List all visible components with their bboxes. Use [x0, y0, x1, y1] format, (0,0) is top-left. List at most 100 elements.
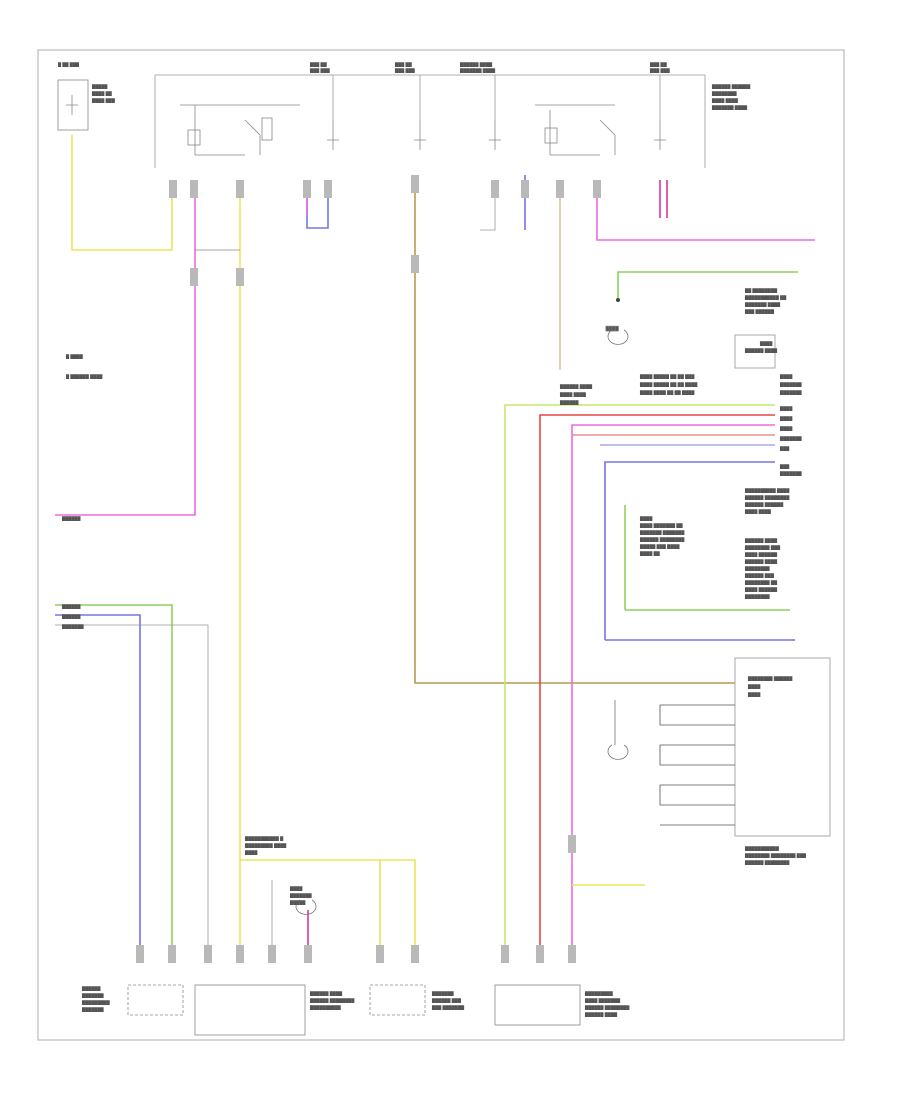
svg-text:██████ ████: ██████ ████	[744, 559, 778, 564]
svg-text:█████: █████	[91, 84, 108, 89]
svg-text:███████: ███████	[61, 624, 84, 629]
svg-text:████ ███████ ██: ████ ███████ ██	[639, 523, 683, 528]
svg-text:████ ███: ████ ███	[91, 98, 116, 103]
svg-text:███████ ███████: ███████ ███████	[639, 530, 685, 535]
wire-pink-right	[596, 180, 815, 241]
svg-text:████: ████	[779, 416, 793, 421]
svg-text:███ ███████: ███ ███████	[431, 1005, 465, 1010]
svg-text:██████: ██████	[61, 604, 81, 609]
svg-text:████: ████	[289, 886, 303, 891]
svg-text:███ ███: ███ ███	[394, 68, 416, 73]
right-notes: ██ ████████ ███████████ ██ ███████ ████ …	[639, 288, 790, 599]
svg-text:███████████ █: ███████████ █	[244, 836, 284, 841]
svg-text:████ ██████: ████ ██████	[744, 552, 778, 557]
svg-text:███████ ████: ███████ ████	[711, 105, 748, 110]
svg-text:██████████: ██████████	[309, 1005, 342, 1010]
svg-text:████: ████	[244, 850, 258, 855]
svg-text:███████████: ███████████	[744, 846, 780, 851]
svg-text:██████ ████: ██████ ████	[309, 991, 343, 996]
svg-text:██████ ████: ██████ ████	[744, 538, 778, 543]
svg-text:██████ ████████: ██████ ████████	[584, 1005, 630, 1010]
svg-text:████████: ████████	[744, 594, 771, 599]
svg-text:███████: ███████	[431, 991, 454, 996]
svg-text:████ ███████: ████ ███████	[584, 998, 621, 1003]
wire-yellow-left	[71, 135, 173, 251]
svg-text:█████████: █████████	[81, 1000, 111, 1005]
svg-text:█ ████: █ ████	[65, 354, 84, 359]
svg-text:████: ████	[605, 326, 619, 331]
svg-text:██████ ████: ██████ ████	[584, 1012, 618, 1017]
wire-green-bottom-left	[55, 604, 173, 960]
svg-text:█ ██████ ████: █ ██████ ████	[65, 374, 103, 379]
svg-text:████ ████ ██ ██ ████: ████ ████ ██ ██ ████	[639, 390, 695, 395]
ground-point-1	[616, 298, 620, 302]
wire-tan-center	[414, 175, 735, 684]
svg-text:███████: ███████	[779, 382, 802, 387]
wire-yellow-bottom-right	[380, 859, 416, 960]
wire-pink-left	[55, 180, 196, 516]
left-legend: █ ████ █ ██████ ████ ██████ ██████ █████…	[61, 354, 103, 629]
svg-text:███████: ███████	[779, 471, 802, 476]
svg-text:████: ████	[759, 341, 773, 346]
svg-text:███████: ███████	[779, 390, 802, 395]
svg-text:███████████ ██: ███████████ ██	[744, 295, 787, 300]
connector-pins	[136, 175, 601, 963]
svg-text:████: ████	[779, 406, 793, 411]
svg-text:██████ ████████: ██████ ████████	[744, 860, 790, 865]
svg-text:████████: ████████	[711, 91, 738, 96]
svg-text:████████ ███: ████████ ███	[744, 545, 781, 550]
diagram-frame	[37, 49, 845, 1041]
svg-text:█████ ███ ████: █████ ███ ████	[639, 544, 680, 549]
svg-text:████████ ████████ ███: ████████ ████████ ███	[744, 853, 807, 858]
svg-text:███████: ███████	[289, 893, 312, 898]
bottom-labels: ██████ ███████ █████████ ███████ ██████ …	[81, 836, 630, 1017]
svg-text:████ ██: ████ ██	[91, 91, 113, 96]
ground-symbols: ████	[295, 326, 629, 915]
top-labels: █ ██ ███ █████ ████ ██ ████ ███ ███ ██ █…	[57, 62, 751, 110]
svg-text:██████ ███: ██████ ███	[744, 573, 775, 578]
svg-text:███ ██: ███ ██	[309, 62, 328, 67]
svg-text:██████ ████████: ██████ ████████	[309, 998, 355, 1003]
svg-text:██████: ██████	[559, 400, 579, 405]
svg-text:█████: █████	[289, 900, 306, 905]
svg-text:███████ ████: ███████ ████	[744, 302, 781, 307]
svg-text:████████: ████████	[744, 566, 771, 571]
wire-green-top-right	[617, 271, 798, 300]
svg-text:██████ ████████: ██████ ████████	[744, 495, 790, 500]
bottom-components	[127, 984, 581, 1036]
svg-text:████ █████ ██ ██ ████: ████ █████ ██ ██ ████	[639, 382, 698, 387]
svg-text:███ ██: ███ ██	[649, 62, 668, 67]
svg-text:█████████ ████: █████████ ████	[244, 843, 287, 848]
svg-text:████ ████: ████ ████	[559, 392, 587, 397]
svg-text:██████: ██████	[61, 516, 81, 521]
svg-text:███████: ███████	[81, 993, 104, 998]
svg-text:████ ████: ████ ████	[744, 509, 772, 514]
svg-text:████: ████	[779, 426, 793, 431]
svg-text:████: ████	[747, 692, 761, 697]
svg-text:██████████ ████: ██████████ ████	[744, 488, 790, 493]
svg-text:███ ██████: ███ ██████	[744, 309, 775, 314]
wire-blue-bottom-left	[55, 614, 141, 960]
top-fuses-relays	[57, 79, 666, 156]
svg-text:███ ██: ███ ██	[394, 62, 413, 67]
svg-text:███████: ███████	[779, 436, 802, 441]
svg-text:███ ███: ███ ███	[309, 68, 331, 73]
svg-text:██████ ████: ██████ ████	[559, 384, 593, 389]
svg-text:██████ ███: ██████ ███	[431, 998, 462, 1003]
svg-text:███████ ████: ███████ ████	[459, 68, 496, 73]
svg-text:████████ ██████: ████████ ██████	[747, 676, 793, 681]
svg-text:████ ████: ████ ████	[711, 98, 739, 103]
svg-text:███: ███	[779, 446, 790, 451]
svg-text:███ ███: ███ ███	[649, 68, 671, 73]
connector-table: ████ ██████ ████ ████ █████ ██ ██ ███ ██…	[504, 334, 802, 960]
top-power-bus	[154, 74, 706, 168]
svg-text:██████ ████: ██████ ████	[744, 348, 778, 353]
svg-text:██ ████████: ██ ████████	[744, 288, 778, 293]
svg-text:██████: ██████	[61, 614, 81, 619]
svg-text:██████ ████: ██████ ████	[459, 62, 493, 67]
svg-text:████ █████ ██ ██ ███: ████ █████ ██ ██ ███	[639, 374, 695, 379]
svg-text:████ ██████: ████ ██████	[744, 587, 778, 592]
svg-text:██████ ████████: ██████ ████████	[639, 537, 685, 542]
svg-text:████ ██: ████ ██	[639, 551, 661, 556]
